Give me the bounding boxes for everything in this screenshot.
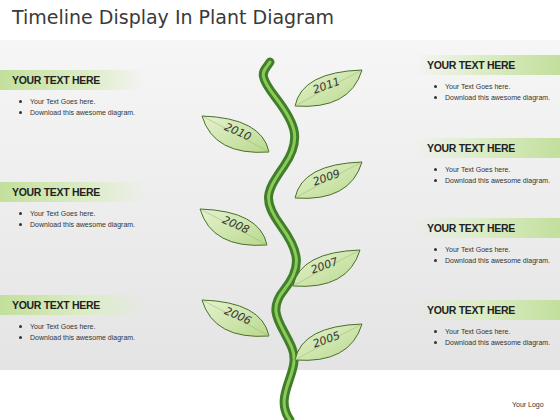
bullet-row: Download this awesome diagram.	[415, 337, 560, 348]
text-block: YOUR TEXT HERE Your Text Goes here. Downlo…	[415, 138, 560, 186]
leaf-node: 2009	[292, 158, 364, 206]
logo-label: Your Logo	[512, 401, 544, 408]
block-heading-band: YOUR TEXT HERE	[0, 295, 145, 315]
bullet-dot	[19, 325, 22, 328]
block-heading-band: YOUR TEXT HERE	[415, 138, 560, 158]
bullet-row: Download this awesome diagram.	[0, 332, 145, 343]
bullet-row: Your Text Goes here.	[0, 321, 145, 332]
text-block: YOUR TEXT HERE Your Text Goes here. Downlo…	[0, 70, 145, 118]
leaf-node: 2011	[292, 66, 364, 114]
bullet-dot	[434, 85, 437, 88]
leaf-node: 2006	[200, 296, 272, 344]
vine-highlight	[263, 62, 296, 420]
bullet-dot	[434, 341, 437, 344]
block-heading: YOUR TEXT HERE	[12, 74, 100, 86]
block-heading-band: YOUR TEXT HERE	[415, 55, 560, 75]
leaf-node: 2010	[200, 112, 272, 160]
bullet-row: Download this awesome diagram.	[415, 92, 560, 103]
bullet-row: Download this awesome diagram.	[415, 175, 560, 186]
bullet-row: Your Text Goes here.	[415, 326, 560, 337]
bullet-text: Your Text Goes here.	[445, 328, 510, 335]
bullet-dot	[434, 259, 437, 262]
block-heading-band: YOUR TEXT HERE	[0, 182, 145, 202]
block-heading: YOUR TEXT HERE	[427, 222, 515, 234]
bullet-dot	[434, 248, 437, 251]
block-heading-band: YOUR TEXT HERE	[415, 218, 560, 238]
text-block: YOUR TEXT HERE Your Text Goes here. Downlo…	[415, 300, 560, 348]
bullet-text: Download this awesome diagram.	[445, 339, 550, 346]
bullet-text: Download this awesome diagram.	[445, 94, 550, 101]
vine-stem	[263, 62, 296, 420]
bullet-dot	[19, 336, 22, 339]
bullet-text: Your Text Goes here.	[30, 98, 95, 105]
block-heading: YOUR TEXT HERE	[12, 299, 100, 311]
leaf-node: 2007	[290, 246, 362, 294]
bullet-dot	[19, 223, 22, 226]
diagram-title: Timeline Display In Plant Diagram	[12, 6, 334, 28]
bullet-row: Your Text Goes here.	[415, 81, 560, 92]
text-block: YOUR TEXT HERE Your Text Goes here. Downlo…	[0, 295, 145, 343]
bullet-text: Your Text Goes here.	[445, 83, 510, 90]
bullet-text: Your Text Goes here.	[30, 210, 95, 217]
bullet-text: Download this awesome diagram.	[30, 221, 135, 228]
bullet-row: Your Text Goes here.	[415, 244, 560, 255]
block-heading-band: YOUR TEXT HERE	[415, 300, 560, 320]
bullet-row: Your Text Goes here.	[0, 96, 145, 107]
bullet-dot	[19, 111, 22, 114]
block-heading: YOUR TEXT HERE	[427, 142, 515, 154]
bullet-row: Your Text Goes here.	[415, 164, 560, 175]
bullet-row: Download this awesome diagram.	[415, 255, 560, 266]
block-heading: YOUR TEXT HERE	[12, 186, 100, 198]
bullet-text: Your Text Goes here.	[445, 166, 510, 173]
bullet-dot	[434, 96, 437, 99]
bullet-row: Download this awesome diagram.	[0, 107, 145, 118]
bullet-text: Your Text Goes here.	[445, 246, 510, 253]
bullet-dot	[434, 168, 437, 171]
bullet-row: Your Text Goes here.	[0, 208, 145, 219]
leaf-node: 2008	[198, 205, 270, 253]
bullet-dot	[19, 212, 22, 215]
bullet-dot	[434, 330, 437, 333]
block-heading-band: YOUR TEXT HERE	[0, 70, 145, 90]
bullet-text: Download this awesome diagram.	[445, 257, 550, 264]
text-block: YOUR TEXT HERE Your Text Goes here. Downlo…	[0, 182, 145, 230]
bullet-text: Download this awesome diagram.	[445, 177, 550, 184]
bullet-dot	[434, 179, 437, 182]
text-block: YOUR TEXT HERE Your Text Goes here. Downlo…	[415, 218, 560, 266]
leaf-node: 2005	[292, 320, 364, 368]
bullet-dot	[19, 100, 22, 103]
text-block: YOUR TEXT HERE Your Text Goes here. Downlo…	[415, 55, 560, 103]
bullet-text: Your Text Goes here.	[30, 323, 95, 330]
bullet-text: Download this awesome diagram.	[30, 109, 135, 116]
bullet-text: Download this awesome diagram.	[30, 334, 135, 341]
bullet-row: Download this awesome diagram.	[0, 219, 145, 230]
block-heading: YOUR TEXT HERE	[427, 59, 515, 71]
block-heading: YOUR TEXT HERE	[427, 304, 515, 316]
